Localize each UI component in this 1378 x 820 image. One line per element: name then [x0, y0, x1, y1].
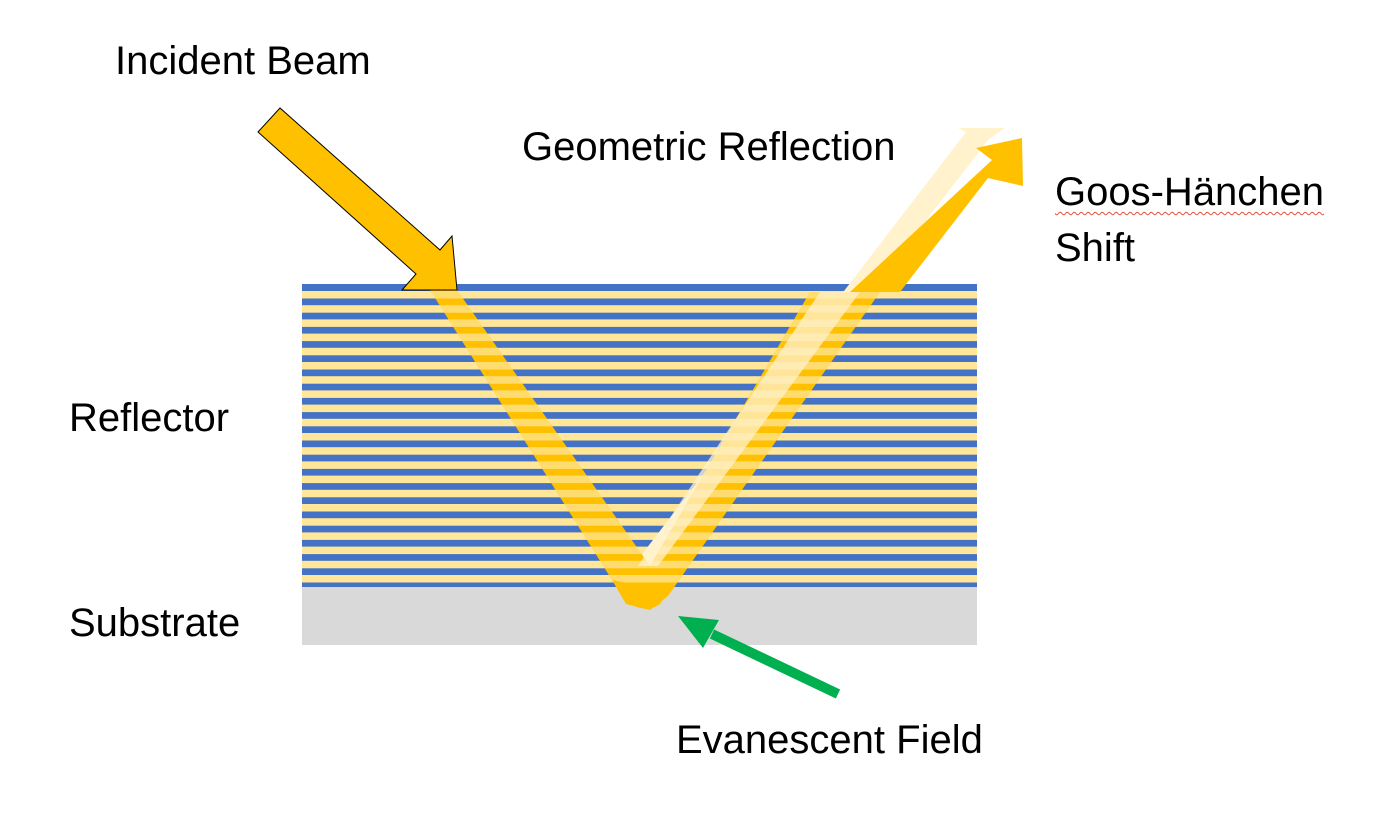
reflector-yellow-layer	[302, 504, 977, 512]
goos-hanchen-line1: Goos-Hänchen	[1055, 170, 1325, 214]
reflector-yellow-layer	[302, 376, 977, 384]
reflector-yellow-layer	[302, 518, 977, 526]
reflector-yellow-layer	[302, 319, 977, 327]
reflector-yellow-layer	[302, 532, 977, 540]
reflector-yellow-layer	[302, 333, 977, 342]
reflector-yellow-layer	[302, 404, 977, 413]
beam-tip	[612, 580, 668, 609]
reflector-yellow-layer	[302, 461, 977, 469]
evanescent-field-label: Evanescent Field	[676, 718, 983, 762]
reflector-yellow-layer	[302, 390, 977, 398]
incident-beam-arrow	[257, 107, 458, 291]
reflector-yellow-layer	[302, 418, 977, 427]
beam-layer-highlight	[430, 575, 880, 583]
incident-beam-label: Incident Beam	[115, 39, 371, 83]
reflector-yellow-layer	[302, 447, 977, 455]
substrate-label: Substrate	[69, 601, 241, 645]
goos-hanchen-line2: Shift	[1055, 226, 1136, 270]
reflector-label: Reflector	[69, 396, 230, 440]
evanescent-field-arrow	[678, 616, 841, 699]
reflector-yellow-layer	[302, 475, 977, 484]
reflector-yellow-layer	[302, 433, 977, 441]
geometric-reflection-label: Geometric Reflection	[522, 125, 896, 169]
reflector-yellow-layer	[302, 291, 977, 299]
reflector-stack	[302, 284, 977, 587]
reflector-yellow-layer	[302, 489, 977, 498]
goos-hanchen-shift-label: Goos-Hänchen Shift	[1055, 164, 1324, 276]
reflector-yellow-layer	[302, 546, 977, 555]
reflector-yellow-layer	[302, 305, 977, 313]
reflector-yellow-layer	[302, 347, 977, 356]
reflector-yellow-layer	[302, 362, 977, 370]
shifted-reflection-arrow	[850, 138, 1023, 292]
